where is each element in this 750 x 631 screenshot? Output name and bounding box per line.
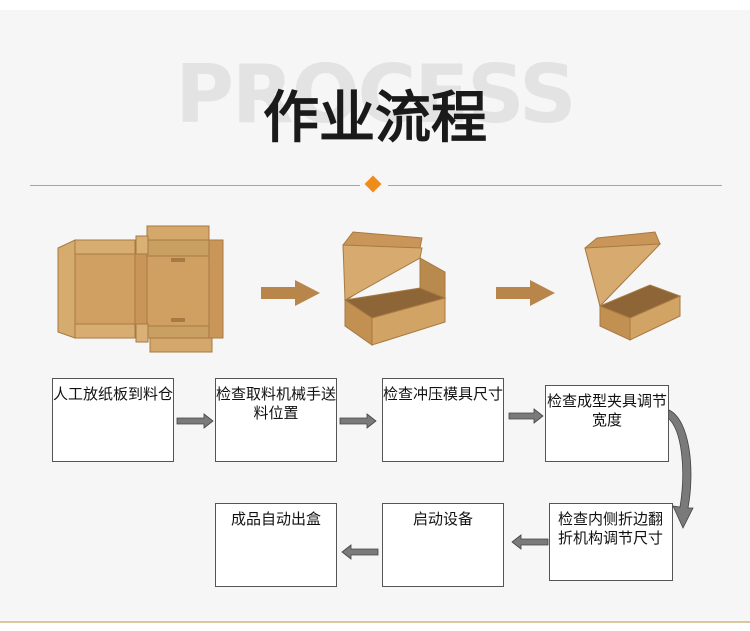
flow-arrow-step3-to-step4-icon <box>508 408 544 424</box>
flow-arrow-2-icon <box>496 280 555 306</box>
step-box-5: 检查内侧折边翻折机构调节尺寸 <box>549 503 673 581</box>
bottom-divider <box>0 621 750 623</box>
curved-arrow-step4-to-step5-icon <box>667 409 694 529</box>
flowchart-arrows <box>176 408 694 560</box>
flat-cardboard-blank-icon <box>57 225 224 353</box>
background-watermark-word: PROCESS <box>175 48 576 141</box>
left-divider <box>30 185 360 186</box>
step-box-7: 成品自动出盒 <box>215 503 337 587</box>
step-box-2: 检查取料机械手送料位置 <box>215 378 337 462</box>
flow-arrow-1-icon <box>261 280 320 306</box>
flow-arrow-step5-to-step6-icon <box>511 534 549 550</box>
step-box-3: 检查冲压模具尺寸 <box>382 378 504 462</box>
page-title: 作业流程 <box>263 86 487 151</box>
flow-arrow-step6-to-step7-icon <box>341 544 379 560</box>
step-box-6: 启动设备 <box>382 503 504 587</box>
step-box-4: 检查成型夹具调节宽度 <box>545 385 669 462</box>
right-divider <box>388 185 722 186</box>
flow-arrow-step1-to-step2-icon <box>176 413 214 429</box>
open-box-large-icon <box>342 231 447 346</box>
open-box-small-icon <box>584 231 682 341</box>
step-box-1: 人工放纸板到料仓 <box>52 378 174 462</box>
flow-arrow-step2-to-step3-icon <box>339 413 377 429</box>
